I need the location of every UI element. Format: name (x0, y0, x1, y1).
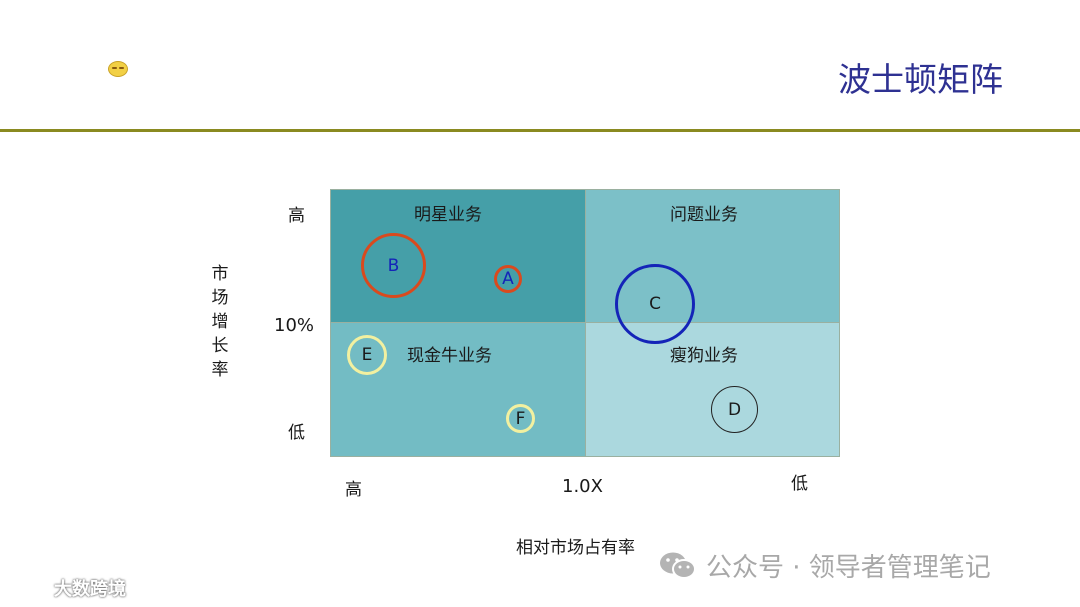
bubble-e: E (347, 335, 387, 375)
quadrant-label-cash-cow: 现金牛业务 (407, 346, 492, 366)
wechat-icon (658, 550, 698, 580)
quadrant-label-question: 问题业务 (670, 205, 738, 225)
bubble-a-label: A (502, 269, 514, 289)
y-axis-high: 高 (288, 206, 305, 226)
watermark-wechat: 公众号 · 领导者管理笔记 (658, 548, 991, 583)
bubble-e-label: E (361, 345, 373, 365)
bubble-a: A (494, 265, 522, 293)
bubble-c-label: C (649, 294, 661, 314)
y-axis-label: 市场增长率 (211, 264, 229, 380)
quadrant-label-dog: 瘦狗业务 (670, 346, 738, 366)
x-axis-high: 高 (345, 480, 362, 500)
bubble-b: B (361, 233, 426, 298)
x-axis-label: 相对市场占有率 (516, 538, 635, 558)
page-title: 波士顿矩阵 (838, 60, 1003, 99)
bubble-b-label: B (387, 255, 400, 276)
bubble-d-label: D (727, 399, 742, 420)
watermark-brand: 大数跨境 (6, 574, 126, 601)
bubble-f: F (506, 404, 535, 433)
quadrant-label-star: 明星业务 (414, 205, 482, 225)
logo-icon (6, 574, 48, 601)
watermark-brand-text: 大数跨境 (54, 578, 126, 600)
bubble-c: C (615, 264, 695, 344)
watermark-wechat-text: 公众号 · 领导者管理笔记 (706, 552, 991, 583)
x-axis-midpoint: 1.0X (562, 476, 603, 497)
bubble-f-label: F (515, 408, 526, 429)
smiley-emoji-icon (108, 61, 128, 77)
bubble-d: D (711, 386, 758, 433)
y-axis-midpoint: 10% (274, 315, 315, 336)
x-axis-low: 低 (791, 474, 808, 494)
title-divider (0, 129, 1080, 132)
y-axis-low: 低 (288, 423, 305, 443)
quadrant-dog (585, 322, 840, 457)
